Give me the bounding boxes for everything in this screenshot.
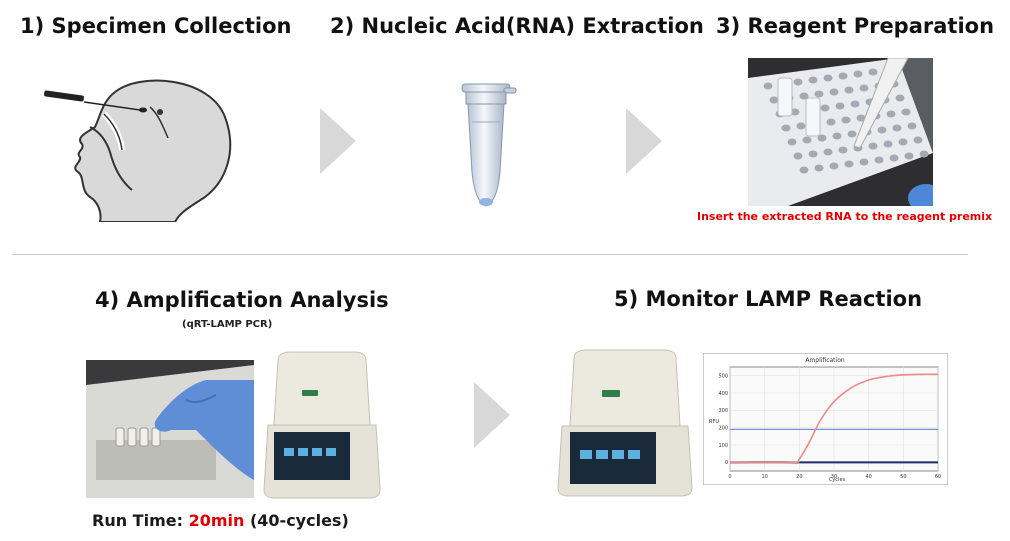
x-tick-label: 0 [728,474,731,480]
x-tick-label: 20 [796,474,802,480]
step5-title: 5) Monitor LAMP Reaction [614,287,923,311]
step4-title: 4) Amplification Analysis [95,288,389,312]
pcr-instrument-icon-2 [557,349,693,497]
flow-arrow-icon [320,108,356,174]
sample-loading-photo [86,360,254,498]
specimen-collection-illustration [44,79,232,222]
pcr-instrument-icon [263,351,381,499]
chart-xlabel: Cycles [829,477,846,483]
runtime-text: Run Time: 20min (40-cycles) [92,511,349,530]
y-tick-label: 200 [718,425,728,431]
positive-curve [729,373,939,464]
y-tick-label: 100 [718,443,728,449]
reagent-instruction-note: Insert the extracted RNA to the reagent … [697,210,993,223]
chart-ylabel: RFU [709,419,719,425]
step1-title: 1) Specimen Collection [20,14,292,38]
section-divider [12,254,968,255]
x-tick-label: 30 [831,474,837,480]
step3-title: 3) Reagent Preparation [716,14,995,38]
y-tick-label: 300 [718,408,728,414]
flow-arrow-icon [474,382,510,448]
x-tick-label: 50 [900,474,906,480]
microtube-icon [461,83,517,207]
x-tick-label: 10 [761,474,767,480]
amplification-chart: Amplification RFU Cycles 0 10 20 30 40 50 60 0 1… [703,353,948,485]
reagent-rack-photo [748,58,933,206]
y-tick-label: 500 [718,373,728,379]
runtime-highlight: 20min [188,511,245,530]
swab-icon [44,90,147,113]
step2-title: 2) Nucleic Acid(RNA) Extraction [330,14,704,38]
y-tick-label: 0 [725,460,728,466]
step4-subtitle: (qRT-LAMP PCR) [182,319,273,330]
x-tick-label: 40 [865,474,871,480]
flow-arrow-icon [626,108,662,174]
y-tick-label: 400 [718,391,728,397]
chart-title: Amplification [805,357,845,364]
x-tick-label: 60 [935,474,941,480]
